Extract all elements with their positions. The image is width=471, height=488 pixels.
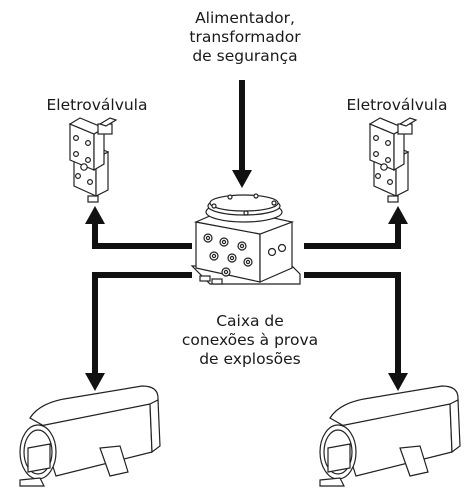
left-camera-housing-illustration: [19, 385, 161, 487]
junction-box-label-line-3: de explosões: [199, 350, 301, 368]
power-supply-label-line-2: transformador: [189, 28, 301, 46]
power-supply-label: Alimentador, transformador de segurança: [150, 9, 340, 66]
right-valve-label: Eletroválvula: [322, 96, 471, 115]
left-valve-arrow: [85, 206, 192, 249]
power-supply-label-line-3: de segurança: [192, 47, 298, 65]
junction-box-label: Caixa de conexões à prova de explosões: [150, 312, 350, 369]
left-valve-label: Eletroválvula: [22, 96, 172, 115]
right-camera-housing-illustration: [319, 385, 461, 487]
power-supply-label-line-1: Alimentador,: [195, 9, 295, 27]
right-camera-arrow: [304, 272, 408, 391]
junction-box-label-line-2: conexões à prova: [181, 331, 319, 349]
right-solenoid-valve-illustration: [368, 117, 418, 203]
power-supply-arrow: [232, 80, 252, 188]
junction-box-illustration: [190, 193, 301, 285]
left-solenoid-valve-illustration: [68, 117, 118, 203]
left-valve-label-text: Eletroválvula: [46, 96, 148, 114]
left-camera-arrow: [85, 272, 192, 391]
right-valve-label-text: Eletroválvula: [346, 96, 448, 114]
right-valve-arrow: [304, 206, 408, 249]
junction-box-label-line-1: Caixa de: [216, 312, 284, 330]
